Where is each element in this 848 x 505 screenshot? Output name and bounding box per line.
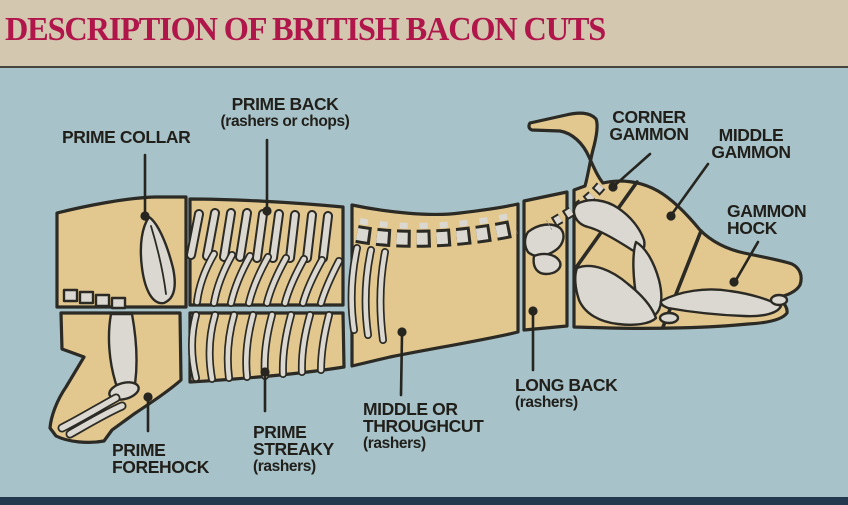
section-gammon-and-hock: [527, 111, 803, 330]
leader-lines: [143, 138, 760, 433]
longback-bones: [523, 223, 565, 276]
stifle-bone: [574, 264, 658, 326]
streaky-ribs: [188, 311, 333, 383]
section-middle-throughcut: [350, 202, 520, 368]
feather-bones: [186, 208, 333, 263]
back-ribs: [193, 250, 343, 307]
gammon-bones: [572, 198, 789, 326]
foreleg-shin-bones: [57, 393, 127, 439]
middle-spine-chain: [355, 212, 518, 248]
leader-dots: [140, 182, 739, 402]
middle-rib-ends: [347, 244, 389, 344]
footer-strip: [0, 497, 848, 505]
page-title: DESCRIPTION OF BRITISH BACON CUTS: [5, 11, 606, 48]
humerus-bone: [107, 312, 138, 389]
hock-bones: [659, 288, 783, 318]
title-banner: DESCRIPTION OF BRITISH BACON CUTS: [0, 0, 848, 66]
collar-bones: [62, 215, 176, 310]
scapula-bone: [139, 215, 176, 305]
